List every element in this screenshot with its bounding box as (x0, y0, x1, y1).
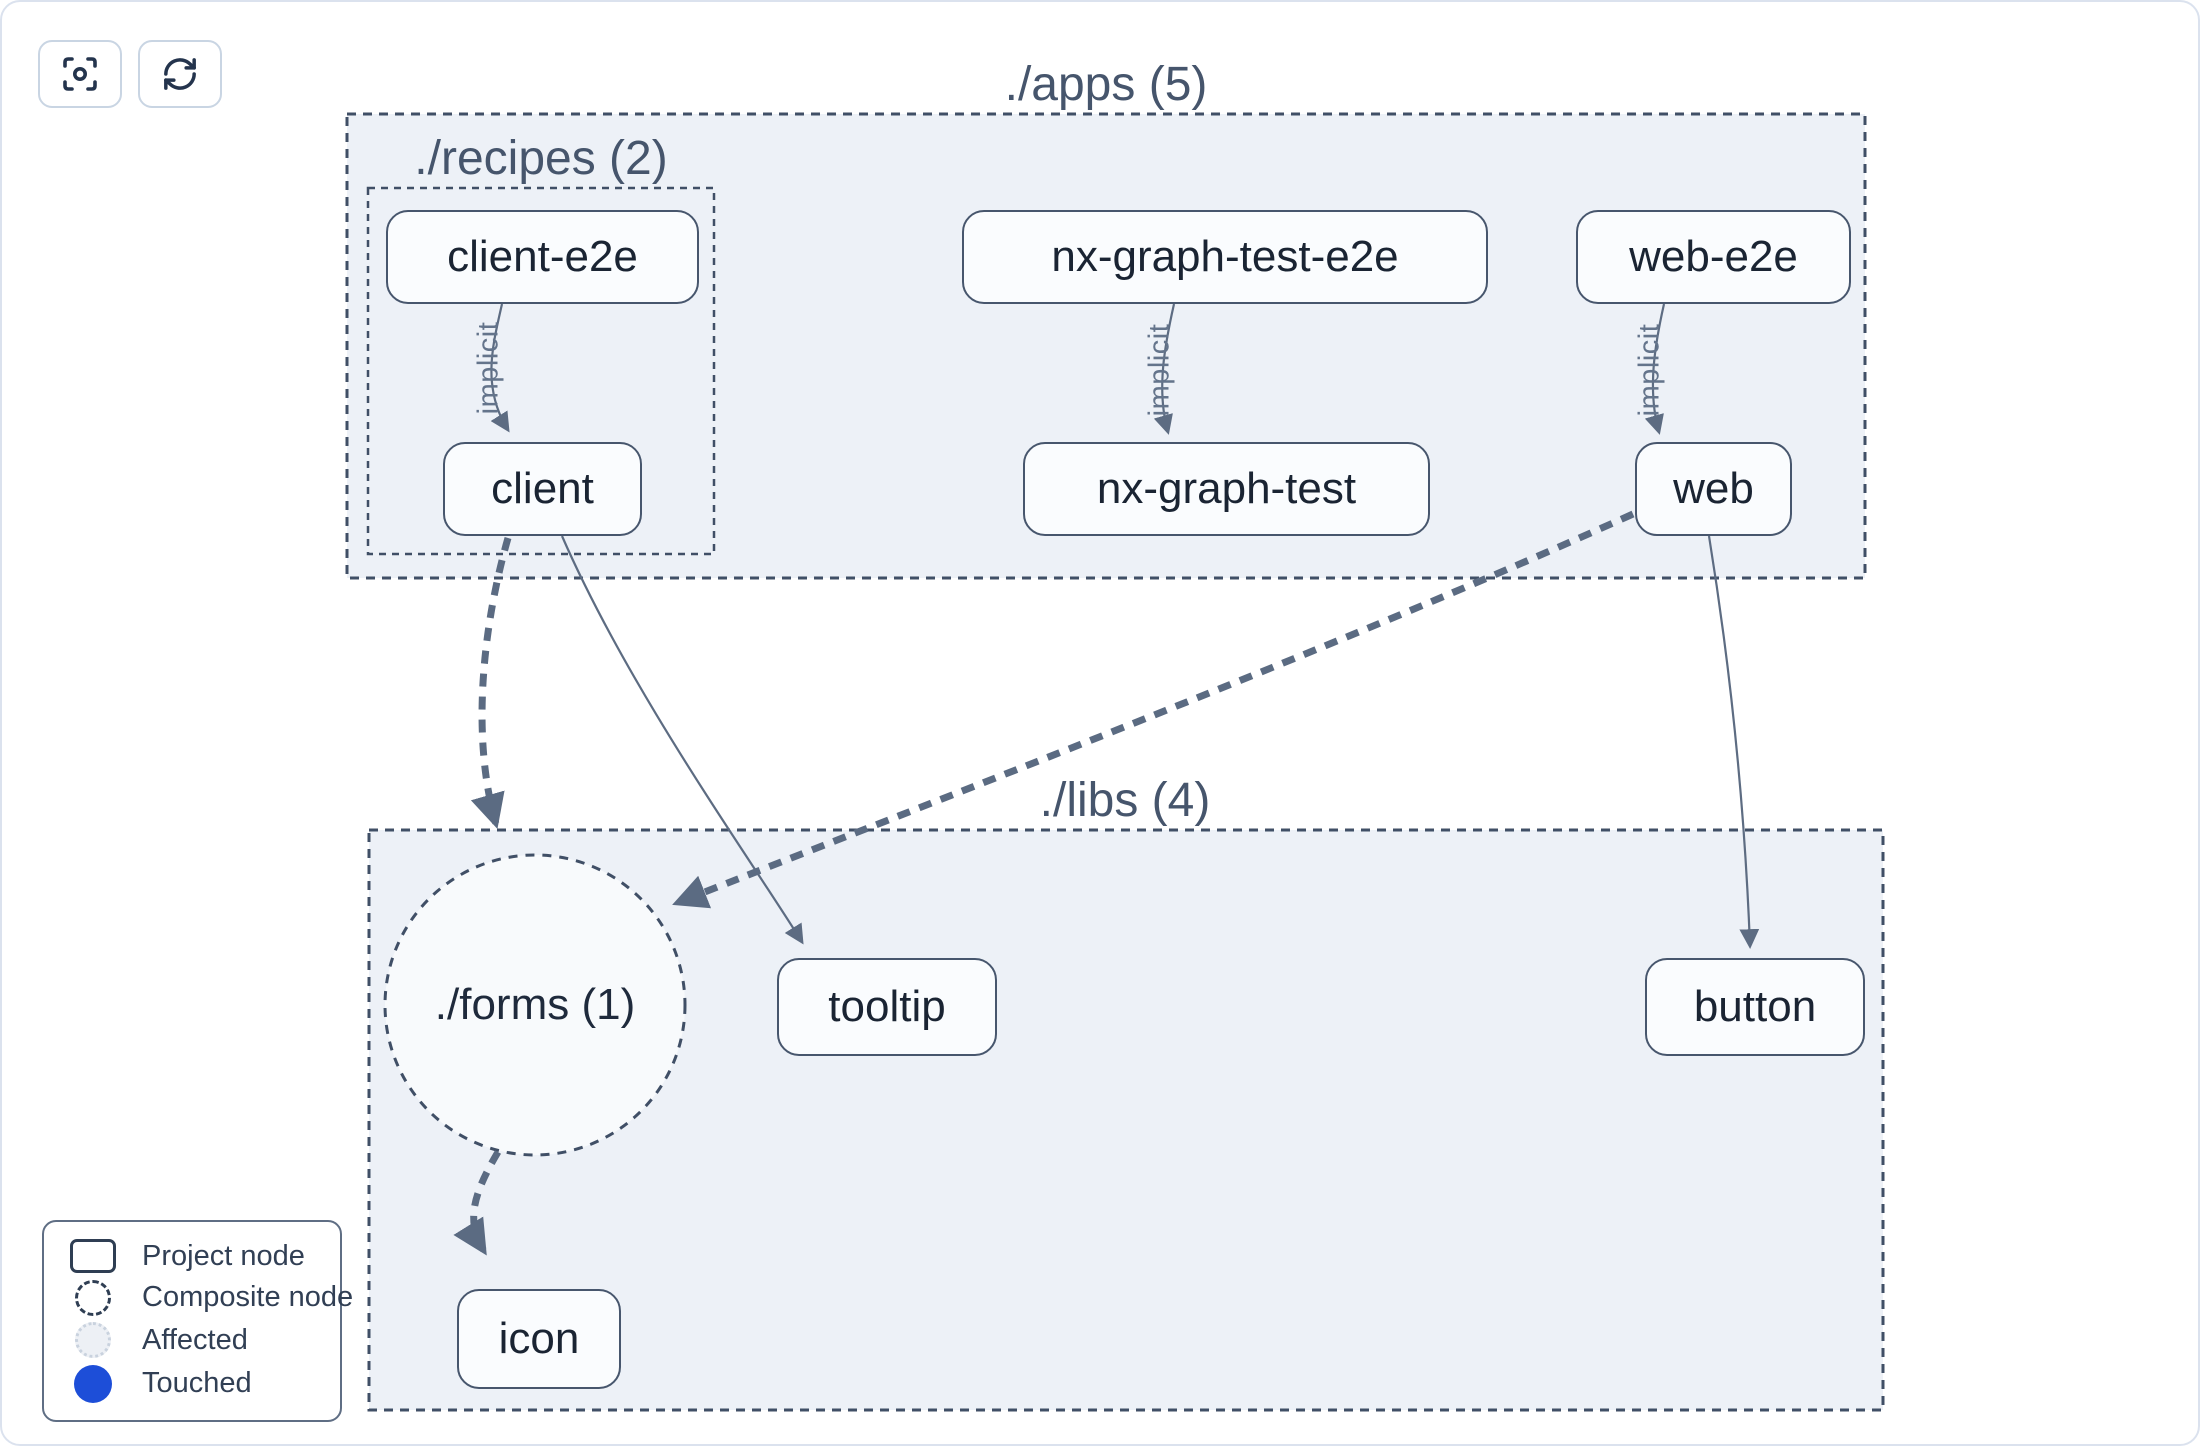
legend-row-affected: Affected (44, 1322, 340, 1359)
legend-row-project-node: Project node (44, 1239, 340, 1274)
recipes-group-container (366, 186, 716, 556)
node-nx-graph-test-e2e[interactable]: nx-graph-test-e2e (962, 210, 1488, 304)
recipes-group-label: ./recipes (2) (414, 132, 668, 185)
libs-group-label: ./libs (4) (1039, 774, 1211, 827)
zoom-to-fit-button[interactable] (38, 40, 122, 108)
edge-label-implicit: implicit (1143, 323, 1176, 417)
edge-forms-to-icon (453, 1150, 502, 1256)
node-client[interactable]: client (443, 442, 642, 536)
legend-row-composite-node: Composite node (44, 1279, 353, 1316)
touched-swatch (70, 1364, 116, 1403)
legend: Project node Composite node Affected Tou… (42, 1220, 353, 1422)
focus-icon (63, 57, 97, 91)
legend-label: Touched (142, 1367, 252, 1400)
node-client-e2e[interactable]: client-e2e (386, 210, 699, 304)
project-node-swatch (70, 1239, 116, 1274)
forms-composite-node-label: ./forms (1) (434, 980, 636, 1029)
node-tooltip[interactable]: tooltip (777, 958, 997, 1056)
legend-label: Project node (142, 1239, 305, 1272)
edge-nx-graph-test-e2e-to-nx-graph-test (1153, 303, 1176, 435)
refresh-icon (164, 58, 196, 90)
node-button[interactable]: button (1645, 958, 1865, 1056)
legend-label: Affected (142, 1323, 248, 1356)
edge-web-e2e-to-web (1644, 303, 1666, 435)
edge-web-to-button (1707, 535, 1760, 949)
node-icon[interactable]: icon (457, 1289, 621, 1389)
toolbar (38, 40, 222, 108)
composite-node-swatch (70, 1279, 116, 1316)
refresh-button[interactable] (138, 40, 222, 108)
node-nx-graph-test[interactable]: nx-graph-test (1023, 442, 1430, 536)
edge-client-e2e-to-client (490, 303, 510, 433)
edge-label-implicit: implicit (1633, 323, 1666, 417)
legend-label: Composite node (142, 1281, 354, 1314)
node-web-e2e[interactable]: web-e2e (1576, 210, 1851, 304)
legend-row-touched: Touched (44, 1364, 340, 1403)
edge-web-to-forms (672, 510, 1635, 909)
forms-composite-node-circle[interactable] (383, 853, 687, 1157)
affected-swatch (70, 1322, 116, 1359)
edge-client-to-forms (470, 537, 512, 830)
edge-client-to-tooltip (560, 535, 804, 945)
node-web[interactable]: web (1635, 442, 1792, 536)
apps-group-label: ./apps (5) (1004, 58, 1208, 111)
edge-label-implicit: implicit (472, 321, 505, 415)
